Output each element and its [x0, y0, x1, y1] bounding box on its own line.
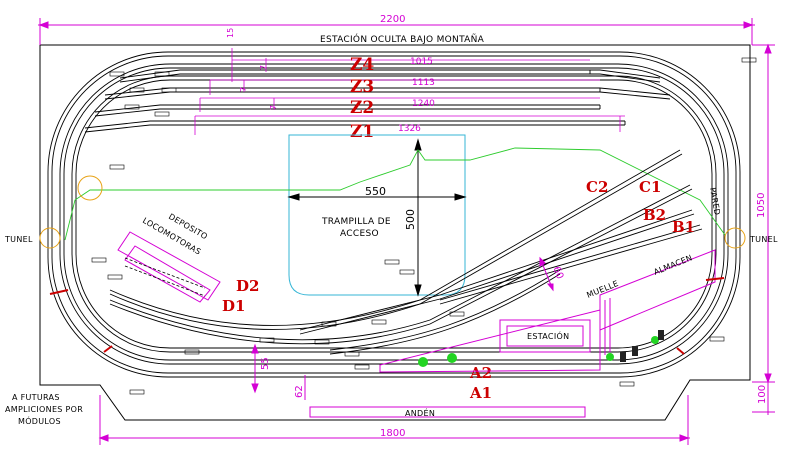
- tunnel-marker-left: [39, 227, 61, 249]
- yard-z3-length: 1113: [412, 78, 435, 88]
- track-tags: [91, 57, 757, 395]
- tunnel-right-label: TUNEL: [749, 235, 778, 244]
- clearance-b-label: 62: [294, 385, 305, 398]
- yard-offset-1: 15: [226, 28, 235, 38]
- overall-width-label: 2200: [380, 14, 405, 25]
- tunnel-marker-top-left: [77, 175, 103, 201]
- depot-tracks: [124, 257, 206, 297]
- clearance-a-label: 55: [260, 357, 271, 370]
- yard-offset-2: 7: [259, 65, 268, 70]
- hatch-width: 550: [365, 185, 386, 198]
- platform-label: ANDÉN: [405, 407, 435, 418]
- future-note-3: MÓDULOS: [18, 415, 61, 426]
- right-height-dimension: [752, 43, 775, 415]
- future-note-1: A FUTURAS: [12, 393, 60, 402]
- right-height-label: 1050: [756, 193, 767, 218]
- vehicles: [620, 330, 664, 362]
- access-hatch: [288, 134, 466, 296]
- bottom-width-dimension: [98, 395, 690, 445]
- track-a2-label: A2: [469, 364, 492, 382]
- ramp-label: 60: [550, 265, 565, 281]
- station-label: ESTACIÓN: [527, 330, 569, 341]
- track-c2-label: C2: [586, 178, 608, 196]
- tunnel-left-label: TUNEL: [4, 235, 33, 244]
- hatch-title-2: ACCESO: [340, 229, 379, 239]
- warehouse-label: ALMACEN: [652, 253, 693, 277]
- ramp-dimension: [539, 256, 554, 292]
- yard-z3-name: Z3: [350, 77, 374, 97]
- hatch-title-1: TRAMPILLA DE: [321, 217, 391, 227]
- track-d1-label: D1: [222, 297, 245, 315]
- yard-offset-3: 7: [239, 87, 248, 92]
- yard-z1-name: Z1: [350, 122, 374, 142]
- hidden-yard-tracks: [84, 69, 671, 133]
- track-b1-label: B1: [672, 218, 695, 236]
- yard-offset-4: 7: [269, 105, 278, 110]
- wiring-line: [64, 147, 726, 241]
- yard-z2-length: 1240: [412, 99, 435, 109]
- track-b2-label: B2: [643, 206, 666, 224]
- hatch-height: 500: [404, 209, 417, 230]
- station-area-tracks: [109, 149, 703, 355]
- platform-area: [379, 249, 716, 373]
- hatch-dimensions: [287, 138, 467, 297]
- track-breaks: [49, 277, 725, 355]
- station-building: [499, 319, 591, 353]
- bottom-right-label: 100: [757, 385, 768, 404]
- yard-z4-length: 1015: [410, 57, 433, 67]
- tunnel-marker-right: [724, 227, 746, 249]
- yard-z2-name: Z2: [350, 98, 374, 118]
- future-note-2: AMPLICIONES POR: [5, 405, 83, 414]
- clearance-dimensions: [251, 343, 306, 400]
- mainline-tracks: [47, 51, 741, 378]
- board-outline: [39, 44, 751, 421]
- hidden-station-title: ESTACIÓN OCULTA BAJO MONTAÑA: [320, 33, 485, 45]
- track-a1-label: A1: [469, 384, 492, 402]
- wall-label: PARED: [708, 187, 722, 216]
- track-d2-label: D2: [236, 277, 259, 295]
- yard-z1-length: 1326: [398, 124, 421, 134]
- yard-length-dimensions: [194, 48, 625, 135]
- locomotive-depot: [117, 231, 221, 303]
- green-markers: [418, 336, 659, 367]
- overall-width-dimension: [38, 18, 755, 45]
- platform-strip: [309, 406, 586, 418]
- bottom-width-label: 1800: [380, 428, 405, 439]
- track-c1-label: C1: [639, 178, 661, 196]
- yard-z4-name: Z4: [350, 55, 374, 75]
